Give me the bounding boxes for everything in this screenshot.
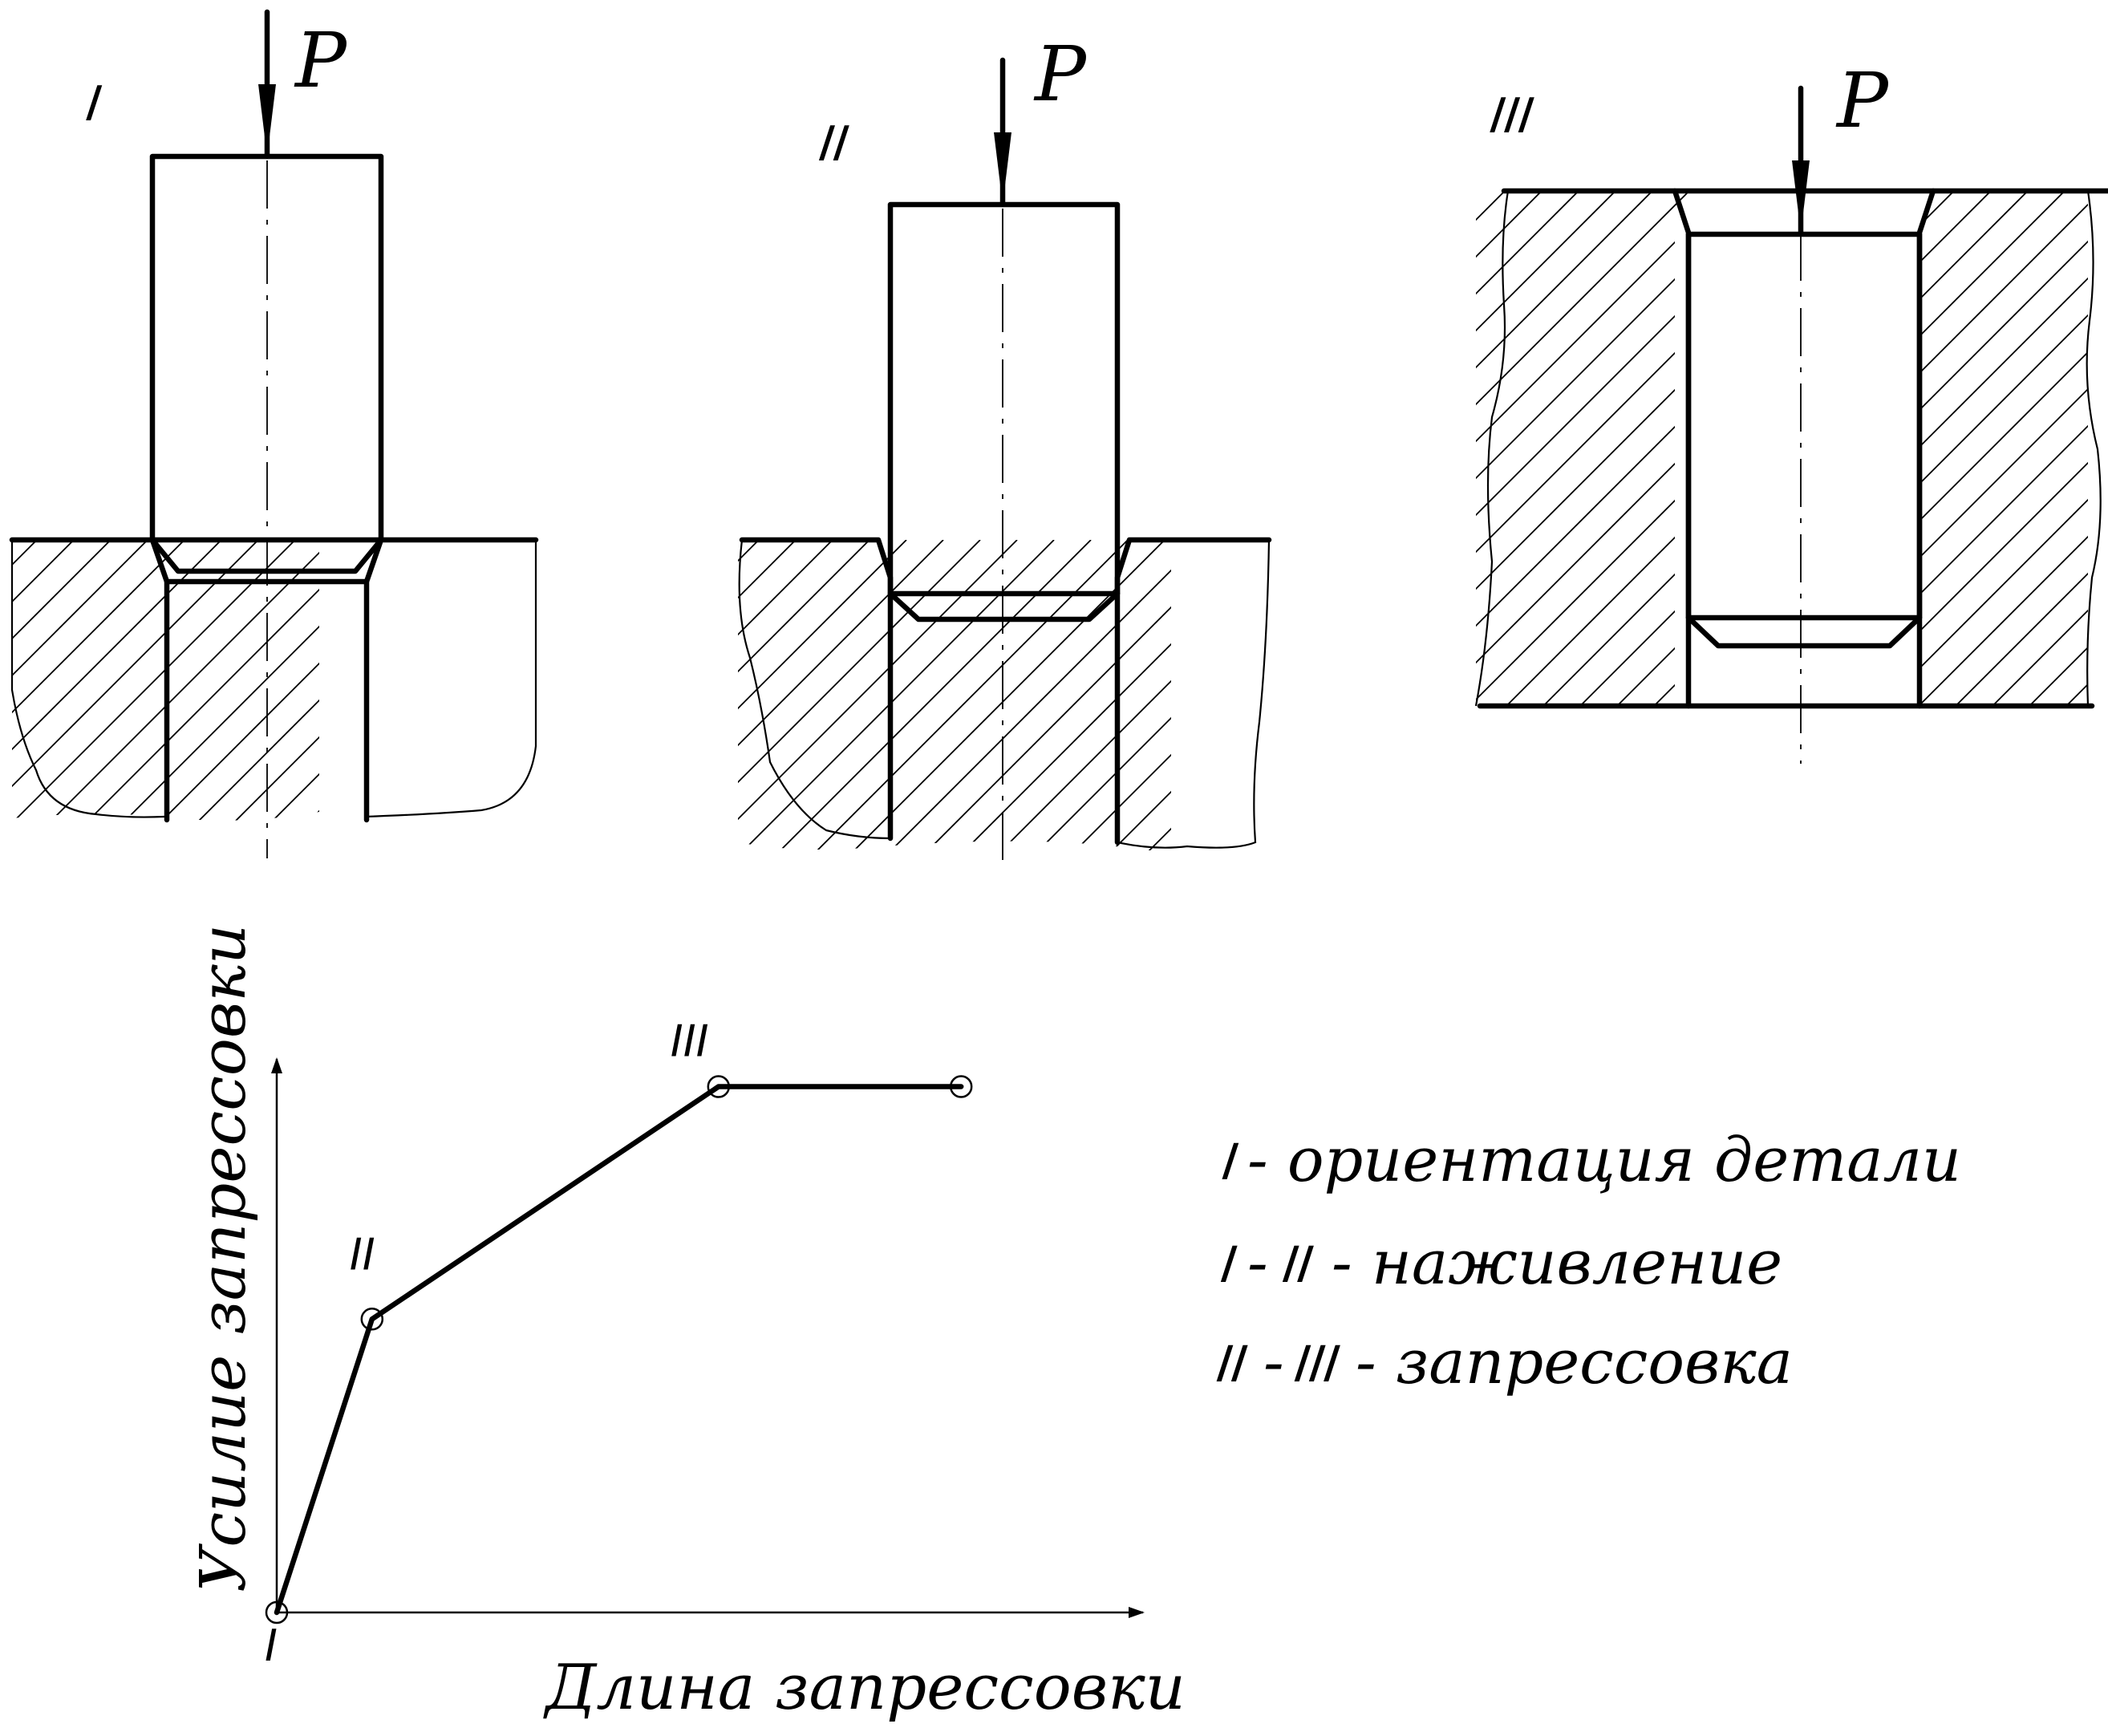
stage-2-part-hatching <box>738 540 1171 850</box>
force-curve <box>274 1084 964 1616</box>
stage-3-pin <box>1685 231 1923 621</box>
legend: I - ориентация детали I - II - наживлени… <box>1207 1124 1961 1397</box>
legend-item-1-prefix: I <box>1213 1134 1247 1191</box>
legend-item-3-middle: III <box>1285 1336 1348 1393</box>
legend-item-2: I - II - наживление <box>1212 1227 1782 1298</box>
stage-1-force-label: P <box>294 17 348 105</box>
legend-item-2-text: - наживление <box>1332 1227 1782 1298</box>
stage-1-label: I <box>78 75 110 132</box>
data-point-label-3: III <box>671 1016 709 1067</box>
legend-item-3-dash: - <box>1263 1326 1284 1397</box>
stage-2-part-outline <box>738 539 1271 849</box>
stage-3-force-arrow <box>1792 85 1810 236</box>
legend-item-1-text: - ориентация детали <box>1247 1124 1961 1195</box>
data-point-2 <box>360 1308 384 1331</box>
y-axis-label: Усилие запрессовки <box>188 924 260 1592</box>
stage-2-force-label: P <box>1033 30 1088 119</box>
legend-item-3-text: - запрессовка <box>1356 1326 1793 1397</box>
data-point-1 <box>265 1600 289 1624</box>
data-point-label-2: II <box>350 1229 375 1280</box>
stage-1-view: I P <box>9 9 539 858</box>
legend-item-1: I - ориентация детали <box>1213 1124 1961 1195</box>
data-point-4 <box>949 1075 973 1098</box>
stage-2-pin <box>887 201 1121 597</box>
force-length-chart: Усилие запрессовки Длина запрессовки III… <box>188 924 1186 1724</box>
stage-3-part-hatching <box>1476 191 2088 706</box>
data-point-label-1: I <box>265 1620 278 1671</box>
data-point-3 <box>707 1075 731 1098</box>
stage-1-force-arrow <box>258 9 276 160</box>
legend-item-3: II - III - запрессовка <box>1207 1326 1793 1397</box>
stage-3-part-right-edge <box>2086 190 2102 707</box>
stage-3-force-label: P <box>1835 57 1890 145</box>
legend-item-2-middle: II <box>1274 1236 1322 1294</box>
stage-3-view: III P <box>1474 57 2108 764</box>
legend-item-2-dash: - <box>1247 1227 1268 1298</box>
stage-2-force-arrow <box>994 57 1011 208</box>
stage-2-label: II <box>810 116 857 172</box>
stage-2-pin-chamfer <box>887 590 1121 623</box>
stage-3-label: III <box>1482 87 1542 144</box>
stage-1-part-outline <box>10 540 537 818</box>
legend-item-2-prefix: I <box>1212 1236 1246 1294</box>
stage-3-bore <box>1672 188 1936 709</box>
stage-1-part-hatching <box>12 540 319 821</box>
legend-item-3-prefix: II <box>1207 1336 1255 1393</box>
stage-2-view: II P <box>738 30 1272 862</box>
stage-2-bore <box>739 537 1272 846</box>
stage-3-part-left-edge <box>1474 190 1510 707</box>
x-axis-label: Длина запрессовки <box>543 1652 1186 1724</box>
stage-3-pin-chamfer <box>1685 614 1923 649</box>
